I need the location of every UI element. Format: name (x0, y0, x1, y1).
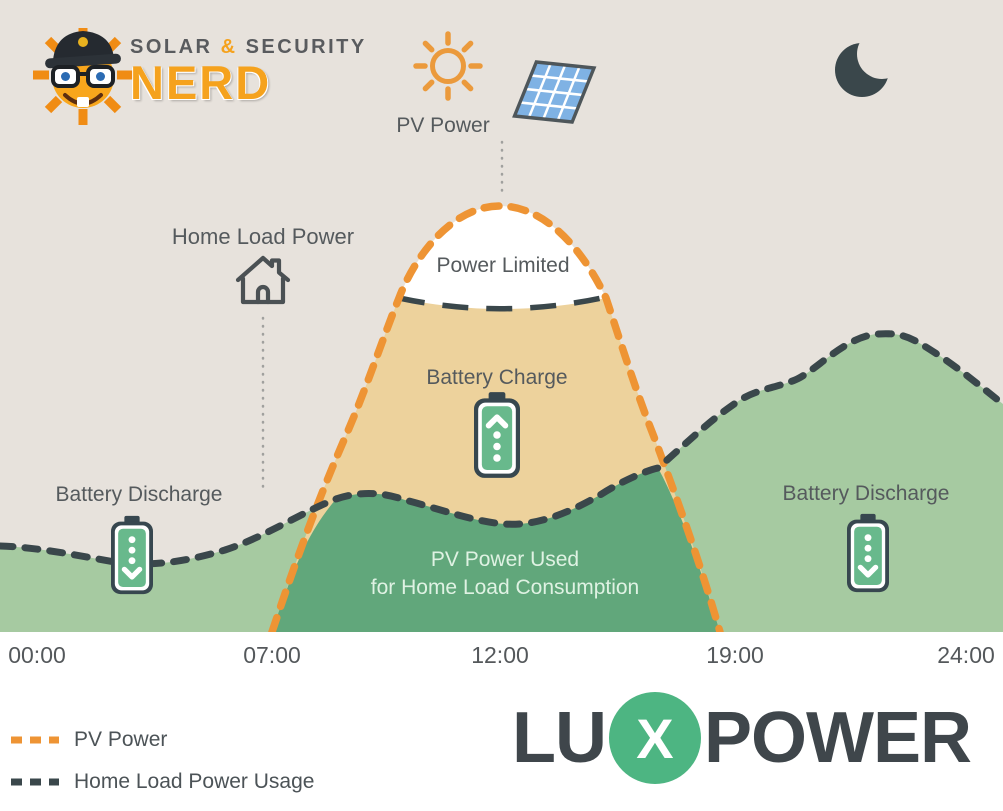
battery-charge-icon (474, 392, 520, 478)
power-limited-label: Power Limited (436, 254, 570, 277)
battery-discharge-label-right: Battery Discharge (782, 482, 950, 505)
pv-used-area (272, 468, 720, 632)
pv-used-label-line1: PV Power Used (430, 548, 580, 571)
legend-item-home-load: Home Load Power Usage (10, 770, 314, 794)
x-tick-1200: 12:00 (471, 642, 529, 668)
battery-discharge-label-left: Battery Discharge (55, 483, 223, 506)
luxpower-power-text: POWER (703, 698, 972, 778)
battery-charge-label: Battery Charge (426, 366, 568, 389)
power-flow-chart: SOLAR & SECURITY NERD (0, 0, 1003, 632)
legend-label-home-load: Home Load Power Usage (74, 770, 315, 793)
battery-discharge-icon-right (847, 513, 889, 593)
solar-panel-icon (512, 60, 597, 124)
luxpower-x-icon: X (608, 692, 701, 784)
pv-power-label: PV Power (396, 114, 490, 137)
power-limit-line (398, 294, 607, 312)
legend-label-pv-power: PV Power (74, 728, 168, 751)
home-load-power-label: Home Load Power (171, 224, 355, 249)
luxpower-lu-text: LU (512, 698, 607, 778)
home-load-legend-swatch (11, 778, 59, 786)
sun-icon (413, 31, 483, 101)
legend-item-pv-power: PV Power (10, 728, 167, 752)
luxpower-x-letter: X (636, 706, 674, 770)
brand-tagline: SOLAR & SECURITY (130, 36, 367, 59)
house-icon (235, 255, 291, 305)
brand-solar: SOLAR (130, 36, 213, 58)
pv-used-label-line2: for Home Load Consumption (370, 576, 640, 600)
x-tick-2400: 24:00 (937, 642, 995, 668)
pv-power-legend-swatch (11, 736, 59, 744)
moon-icon (835, 32, 900, 97)
x-tick-0000: 00:00 (8, 642, 66, 668)
luxpower-logo: LU X POWER (512, 692, 972, 784)
brand-name: NERD (130, 56, 272, 109)
power-limited-area (399, 206, 606, 309)
battery-discharge-icon-left (111, 515, 153, 595)
solar-security-nerd-logo: SOLAR & SECURITY NERD (28, 20, 364, 130)
x-tick-1900: 19:00 (706, 642, 764, 668)
x-tick-0700: 07:00 (243, 642, 301, 668)
nerd-sun-mascot-icon (33, 28, 133, 125)
brand-security: SECURITY (245, 36, 367, 58)
pv-power-curve (268, 202, 724, 632)
home-load-area (0, 333, 1003, 632)
home-load-curve (0, 330, 1003, 568)
brand-amp: & (220, 36, 238, 58)
pv-used-label: PV Power Used for Home Load Consumption (371, 546, 639, 603)
